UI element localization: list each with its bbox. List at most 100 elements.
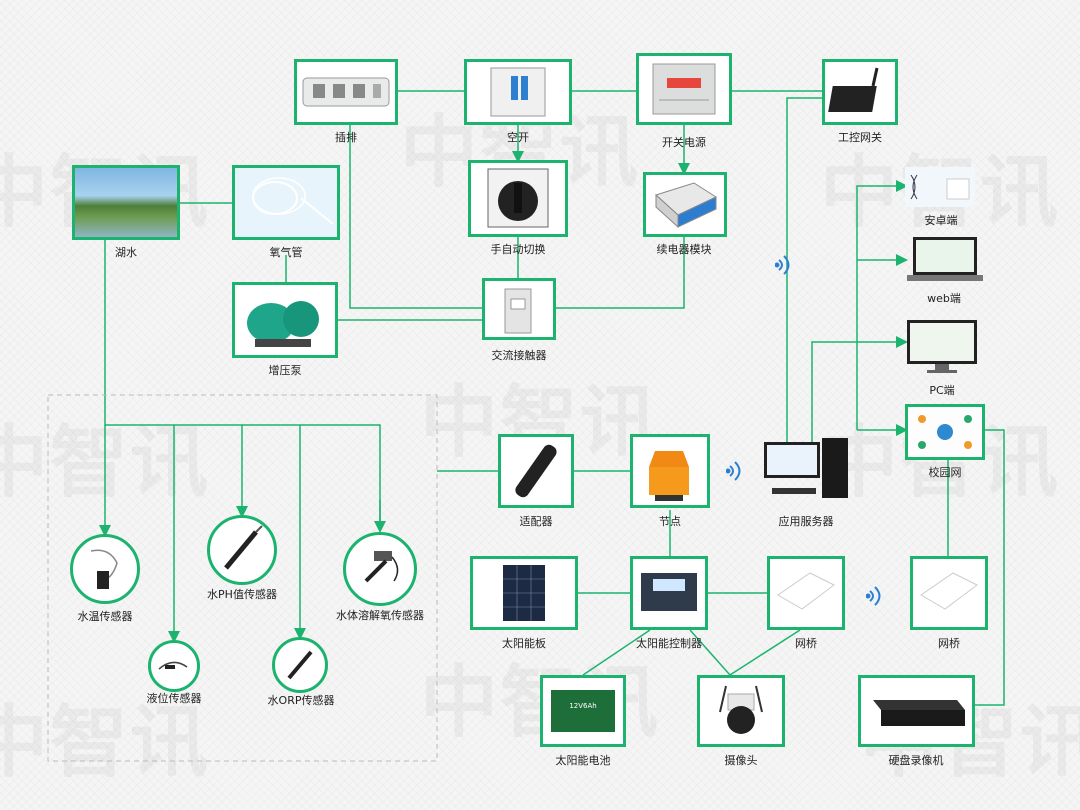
label-do-sensor: 水体溶解氧传感器 — [336, 609, 424, 622]
switch-power-node[interactable] — [636, 53, 732, 125]
wifi-icon — [775, 255, 790, 275]
water-temp-sensor-icon — [90, 549, 118, 589]
battery-node[interactable]: 12V6Ah — [540, 675, 626, 747]
label-battery: 太阳能电池 — [555, 754, 611, 767]
label-bridge2: 网桥 — [938, 637, 960, 650]
bridge2-node[interactable] — [910, 556, 988, 630]
gateway-icon — [828, 67, 879, 112]
lake-node[interactable] — [72, 165, 180, 240]
pc-node[interactable] — [905, 318, 979, 376]
label-android: 安卓端 — [924, 214, 958, 227]
web-node[interactable] — [905, 235, 985, 285]
level-sensor-node[interactable] — [148, 640, 200, 692]
air-switch-node[interactable] — [464, 59, 572, 125]
manual-auto-switch-node[interactable] — [468, 160, 568, 237]
ph-probe-icon — [224, 525, 263, 570]
server-icon — [764, 438, 848, 498]
solar-controller-icon — [641, 573, 697, 611]
label-manual-auto-switch: 手自动切换 — [490, 243, 546, 256]
contactor-icon — [504, 288, 532, 334]
campus-net-node[interactable] — [905, 404, 985, 460]
label-switch-power: 开关电源 — [662, 136, 706, 149]
label-bridge1: 网桥 — [795, 637, 817, 650]
nvr-icon — [873, 700, 965, 726]
label-solar-panel: 太阳能板 — [502, 637, 546, 650]
oxygen-tube-icon — [252, 177, 334, 225]
rotary-switch-icon — [487, 168, 549, 228]
solar-controller-node[interactable] — [630, 556, 708, 630]
label-relay-module: 续电器模块 — [656, 243, 712, 256]
camera-icon — [719, 685, 763, 734]
adapter-icon — [515, 444, 557, 498]
camera-node[interactable] — [697, 675, 785, 747]
label-node: 节点 — [659, 515, 681, 528]
link-server-pc — [811, 336, 908, 444]
label-nvr: 硬盘录像机 — [888, 754, 944, 767]
do-sensor-node[interactable] — [343, 532, 417, 606]
link-controller-battery — [582, 629, 651, 676]
orp-probe-icon — [287, 650, 313, 680]
relay-module-icon — [655, 182, 718, 229]
label-web: web端 — [927, 292, 961, 305]
battery-text: 12V6Ah — [569, 702, 596, 710]
link-controller-camera — [689, 629, 731, 676]
label-oxygen-tube: 氧气管 — [269, 246, 303, 259]
solar-panel-node[interactable] — [470, 556, 578, 630]
app-server-node[interactable] — [762, 436, 850, 506]
level-sensor-icon — [158, 661, 188, 670]
link-powerstrip-contactor — [349, 125, 482, 309]
link-gateway-server — [786, 97, 822, 444]
booster-pump-node[interactable] — [232, 282, 338, 358]
bridge-icon — [777, 572, 835, 610]
sensor-group-frame — [47, 394, 438, 762]
label-ph-sensor: 水PH值传感器 — [207, 588, 277, 601]
laptop-icon — [907, 237, 983, 281]
label-app-server: 应用服务器 — [778, 515, 834, 528]
wifi-icon — [866, 586, 881, 606]
android-node[interactable] — [905, 167, 975, 207]
wifi-icon — [726, 461, 741, 481]
do-sensor-icon — [364, 551, 399, 583]
label-camera: 摄像头 — [724, 754, 758, 767]
power-strip-node[interactable] — [294, 59, 398, 125]
label-orp-sensor: 水ORP传感器 — [267, 694, 335, 707]
label-solar-controller: 太阳能控制器 — [636, 637, 702, 650]
pump-icon — [247, 301, 319, 347]
ac-contactor-node[interactable] — [482, 278, 556, 340]
bridge1-node[interactable] — [767, 556, 845, 630]
node-device-node[interactable] — [630, 434, 710, 508]
label-air-switch: 空开 — [507, 131, 529, 144]
network-icon — [908, 407, 982, 457]
android-icon — [905, 167, 975, 207]
label-pc: PC端 — [929, 384, 955, 397]
air-switch-icon — [490, 67, 546, 117]
ph-sensor-node[interactable] — [207, 515, 277, 585]
bridge-icon — [920, 572, 978, 610]
gateway-node[interactable] — [822, 59, 898, 125]
oxygen-tube-node[interactable] — [232, 165, 340, 240]
label-adapter: 适配器 — [519, 515, 553, 528]
label-level-sensor: 液位传感器 — [146, 692, 202, 705]
monitor-icon — [907, 320, 977, 373]
link-campus-nvr — [975, 429, 1005, 706]
orp-sensor-node[interactable] — [272, 637, 328, 693]
link-relay-contactor — [556, 237, 685, 309]
label-ac-contactor: 交流接触器 — [491, 349, 547, 362]
solar-panel-icon — [503, 565, 545, 621]
label-booster-pump: 增压泵 — [268, 364, 302, 377]
battery-icon: 12V6Ah — [551, 690, 615, 732]
label-power-strip: 插排 — [335, 131, 357, 144]
power-strip-icon — [302, 77, 390, 107]
link-android-branch — [856, 180, 908, 430]
nvr-node[interactable] — [858, 675, 975, 747]
water-temp-sensor-node[interactable] — [70, 534, 140, 604]
relay-module-node[interactable] — [643, 172, 727, 237]
label-water-temp: 水温传感器 — [77, 610, 133, 623]
adapter-node[interactable] — [498, 434, 574, 508]
label-lake: 湖水 — [115, 246, 137, 259]
label-campus-net: 校园网 — [928, 466, 962, 479]
link-bridge-camera — [729, 629, 801, 676]
label-gateway: 工控网关 — [838, 131, 882, 144]
switch-power-icon — [652, 63, 716, 115]
